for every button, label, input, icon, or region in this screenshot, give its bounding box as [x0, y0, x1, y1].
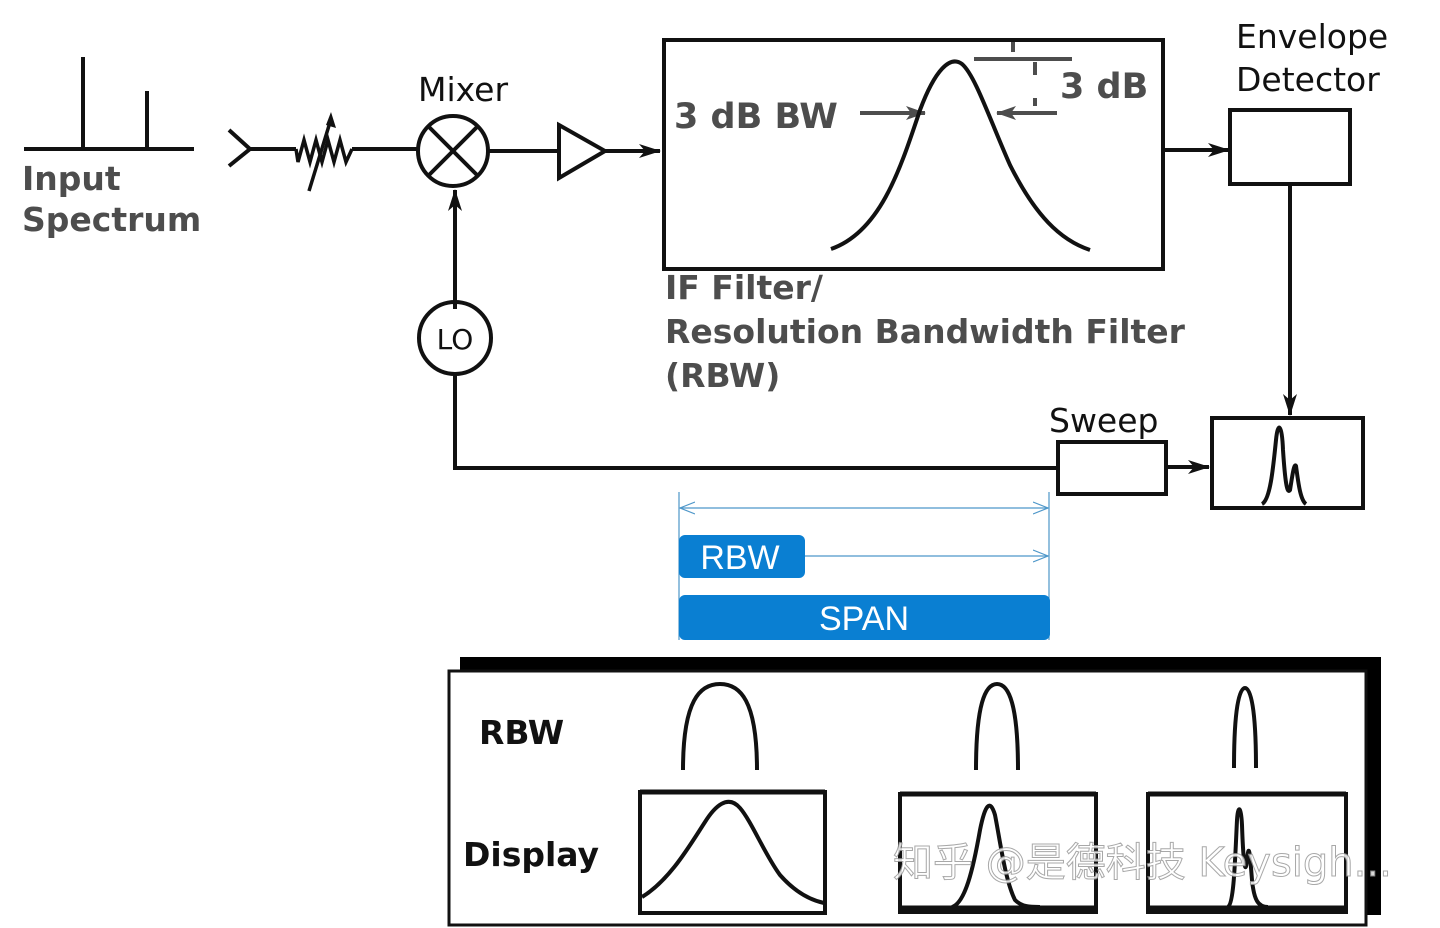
rbw-badge: [679, 535, 805, 578]
sweep-box: [1056, 440, 1168, 496]
span-bar-label: SPAN: [819, 600, 909, 638]
rbw-shape-medium: [974, 681, 1020, 771]
rbw-shape-wide: [681, 681, 759, 771]
panel-rbw-label: RBW: [479, 713, 564, 752]
display-box: [1210, 416, 1365, 510]
display-medium: [898, 791, 1098, 914]
input-connector-icon: [227, 128, 296, 168]
if-filter-caption-2: Resolution Bandwidth Filter: [665, 312, 1186, 351]
span-bar: [679, 595, 1050, 640]
display-wide: [638, 789, 827, 915]
envelope-detector-label-1: Envelope: [1236, 17, 1388, 56]
lo-label: LO: [437, 323, 474, 356]
envelope-detector-box: [1228, 108, 1352, 186]
input-spectrum-label-2: Spectrum: [22, 200, 201, 239]
rbw-badge-label: RBW: [700, 539, 779, 577]
input-spectrum-icon: [24, 57, 194, 151]
amplifier-icon: [557, 121, 610, 182]
if-filter-caption-3: (RBW): [665, 356, 780, 395]
wire-lo-to-sweep: [453, 374, 1058, 470]
panel-display-label: Display: [463, 835, 599, 874]
if-filter-caption-1: IF Filter/: [665, 268, 824, 307]
display-trace: [1260, 425, 1308, 506]
3db-bw-label: 3 dB BW: [674, 97, 838, 137]
filter-response-curve: [830, 59, 1091, 252]
rbw-shape-narrow: [1232, 685, 1258, 769]
watermark-text: 知乎 @是德科技 Keysigh...: [893, 840, 1392, 886]
mixer-icon: [416, 114, 490, 188]
3db-label: 3 dB: [1060, 67, 1148, 107]
mixer-label: Mixer: [418, 70, 508, 109]
display-narrow: [1146, 791, 1348, 914]
input-spectrum-label-1: Input: [22, 159, 121, 198]
if-filter-box: [662, 38, 1165, 271]
comparison-panel: [447, 657, 1381, 927]
sweep-label: Sweep: [1049, 401, 1159, 440]
3db-marker-icon: [974, 42, 1072, 106]
variable-attenuator-icon: [294, 112, 354, 192]
envelope-detector-label-2: Detector: [1236, 60, 1380, 99]
